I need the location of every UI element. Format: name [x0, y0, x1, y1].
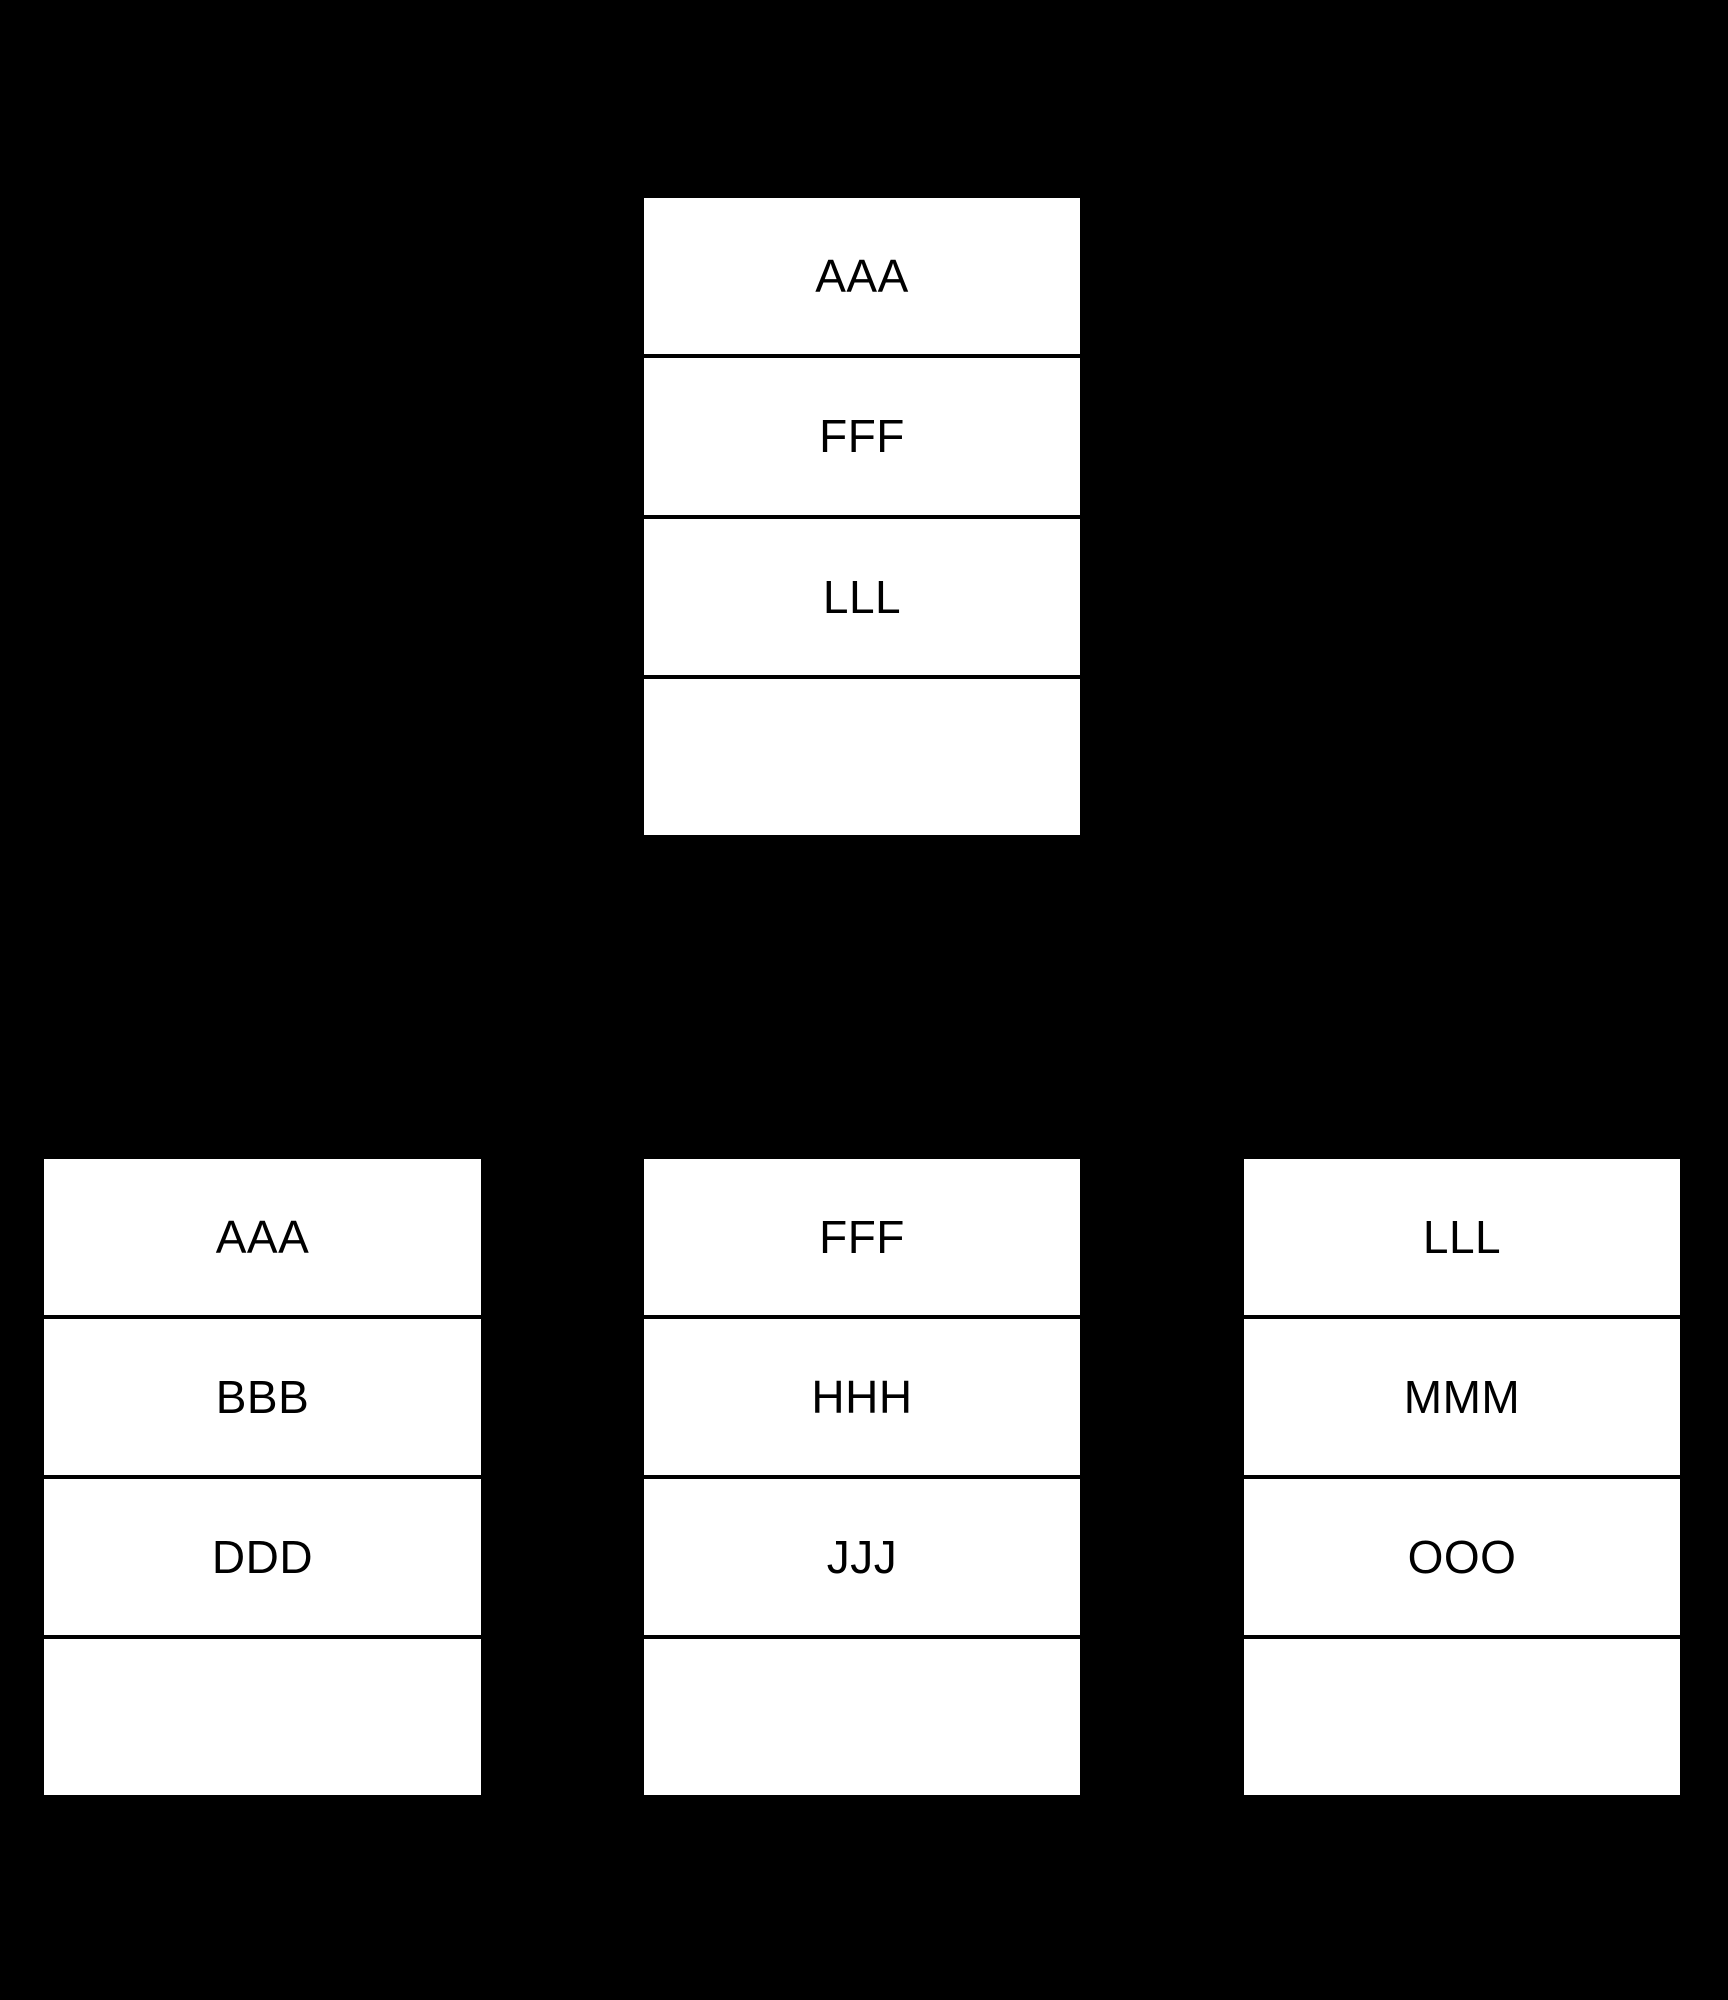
- parent-table[interactable]: AAA FFF LLL: [644, 198, 1080, 835]
- child-table-1-cell-2[interactable]: BBB: [44, 1319, 481, 1479]
- child-table-3-cell-1[interactable]: LLL: [1244, 1159, 1680, 1319]
- child-table-2-cell-2[interactable]: HHH: [644, 1319, 1080, 1479]
- parent-table-cell-3[interactable]: LLL: [644, 518, 1080, 679]
- parent-table-cell-1[interactable]: AAA: [644, 198, 1080, 359]
- child-table-2-cell-1[interactable]: FFF: [644, 1159, 1080, 1319]
- child-table-3-cell-3[interactable]: OOO: [1244, 1479, 1680, 1639]
- child-table-3-cell-2[interactable]: MMM: [1244, 1319, 1680, 1479]
- child-table-2[interactable]: FFF HHH JJJ: [644, 1159, 1080, 1795]
- child-table-1[interactable]: AAA BBB DDD: [44, 1159, 481, 1795]
- parent-table-cell-2[interactable]: FFF: [644, 358, 1080, 519]
- child-table-1-cell-3[interactable]: DDD: [44, 1479, 481, 1639]
- child-table-3[interactable]: LLL MMM OOO: [1244, 1159, 1680, 1795]
- child-table-2-cell-4-empty[interactable]: [644, 1639, 1080, 1795]
- child-table-1-cell-4-empty[interactable]: [44, 1639, 481, 1795]
- child-table-2-cell-3[interactable]: JJJ: [644, 1479, 1080, 1639]
- child-table-1-cell-1[interactable]: AAA: [44, 1159, 481, 1319]
- child-table-3-cell-4-empty[interactable]: [1244, 1639, 1680, 1795]
- parent-table-cell-4-empty[interactable]: [644, 678, 1080, 835]
